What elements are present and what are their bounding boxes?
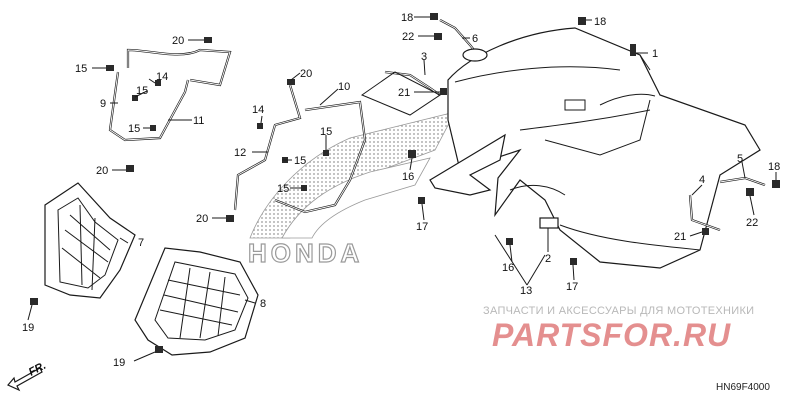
- pipe-10-12: [233, 84, 367, 214]
- label-9: 9: [100, 98, 106, 110]
- front-arrow-label: FR.: [27, 360, 48, 379]
- diagram-code: HN69F4000: [716, 382, 770, 393]
- label-18a: 18: [401, 12, 413, 24]
- label-12: 12: [234, 147, 246, 159]
- label-16a: 16: [402, 171, 414, 183]
- pipe-5: [719, 176, 766, 187]
- label-19b: 19: [113, 357, 125, 369]
- label-15b: 15: [136, 85, 148, 97]
- label-15a: 15: [75, 63, 87, 75]
- label-20d: 20: [196, 213, 208, 225]
- label-11: 11: [193, 115, 204, 127]
- label-21b: 21: [674, 231, 686, 243]
- label-18c: 18: [768, 161, 780, 173]
- pipe-4: [688, 194, 721, 232]
- label-20c: 20: [300, 68, 312, 80]
- mud-guard-7: [44, 182, 136, 299]
- label-16b: 16: [502, 262, 514, 274]
- label-21a: 21: [398, 87, 410, 99]
- watermark-brand: PARTSFOR.RU: [492, 317, 732, 353]
- label-4: 4: [699, 174, 705, 186]
- pipe-9-11: [108, 48, 232, 142]
- label-22a: 22: [402, 31, 414, 43]
- label-18b: 18: [594, 16, 606, 28]
- watermark-subtitle: ЗАПЧАСТИ И АКСЕССУАРЫ ДЛЯ МОТОТЕХНИКИ: [483, 305, 755, 317]
- label-17a: 17: [416, 221, 428, 233]
- label-15f: 15: [277, 183, 289, 195]
- label-10: 10: [338, 81, 350, 93]
- label-7: 7: [138, 237, 144, 249]
- label-20a: 20: [172, 35, 184, 47]
- part-labels: 1 2 3 4 5 6 7 8 9 10 11 12 13 14 14 15 1…: [22, 12, 780, 369]
- label-3: 3: [421, 51, 427, 63]
- label-13: 13: [520, 285, 532, 297]
- label-20b: 20: [96, 165, 108, 177]
- label-8: 8: [260, 298, 266, 310]
- label-5: 5: [737, 153, 743, 165]
- splash-guard-left: [429, 133, 506, 196]
- label-22b: 22: [746, 217, 758, 229]
- pipe-6: [439, 19, 488, 62]
- label-15d: 15: [294, 155, 306, 167]
- label-15e: 15: [320, 126, 332, 138]
- leader-lines: [27, 16, 777, 362]
- label-14b: 14: [252, 104, 264, 116]
- mud-guard-8: [134, 247, 259, 356]
- label-6: 6: [472, 33, 478, 45]
- label-2: 2: [545, 253, 551, 265]
- label-14a: 14: [156, 71, 168, 83]
- label-17b: 17: [566, 281, 578, 293]
- honda-logo-text: HONDA: [248, 238, 363, 268]
- label-1: 1: [652, 48, 658, 60]
- label-19a: 19: [22, 322, 34, 334]
- front-arrow: FR.: [7, 360, 48, 392]
- label-15c: 15: [128, 123, 140, 135]
